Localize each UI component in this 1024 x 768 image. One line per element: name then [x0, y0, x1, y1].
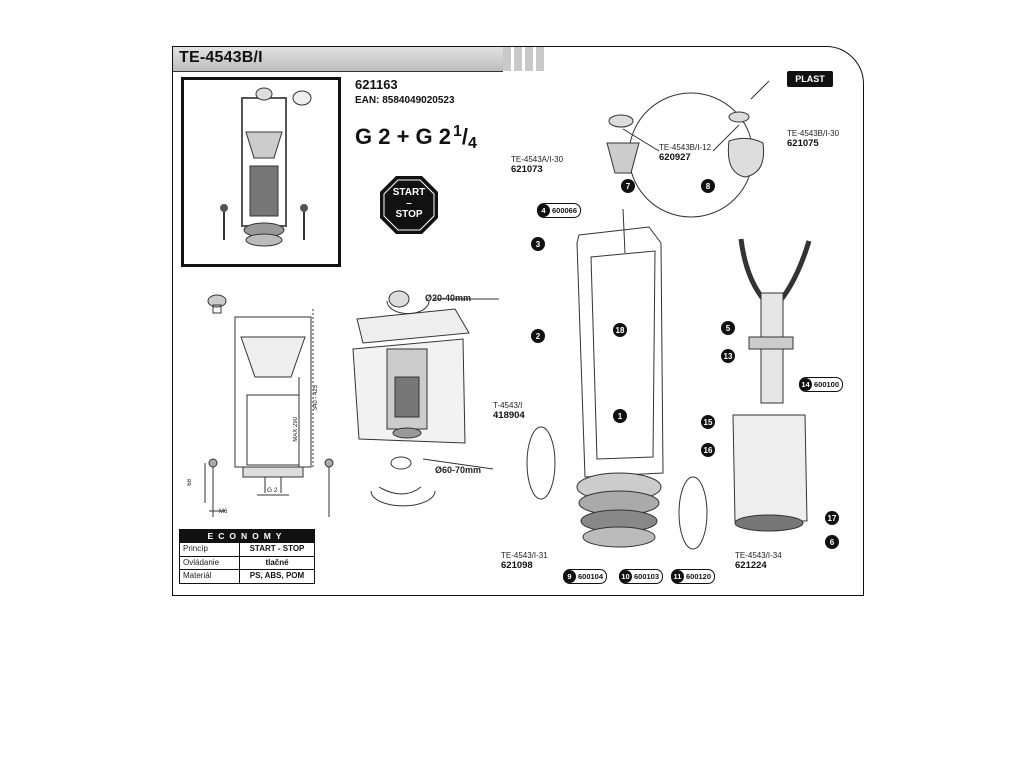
bubble-6: 6 — [825, 535, 839, 549]
title-bar: TE-4543B/I — [173, 47, 503, 72]
bubble-2: 2 — [531, 329, 545, 343]
product-title: TE-4543B/I — [179, 49, 263, 66]
product-code: 621163 — [355, 77, 398, 92]
economy-title: ECONOMY — [180, 530, 314, 542]
dimension-drawing — [204, 294, 334, 517]
bubble-17: 17 — [825, 511, 839, 525]
bubble-5: 5 — [721, 321, 735, 335]
dim-m6-label: M6 — [219, 509, 228, 515]
dim-bottom-label: Ø60-70mm — [435, 465, 482, 475]
dim-68-label: 68 — [187, 479, 193, 486]
product-photo — [181, 77, 341, 267]
bubble-16: 16 — [701, 443, 715, 457]
bubble-3: 3 — [531, 237, 545, 251]
dim-top-label: Ø20-40mm — [425, 293, 472, 303]
product-photo-drawing — [220, 87, 312, 247]
plast-tag: PLAST — [787, 71, 833, 87]
exploded-drawing — [489, 80, 812, 550]
dim-height-label: 340 - 425 — [313, 385, 319, 411]
start-stop-text: START – STOP — [392, 187, 426, 220]
product-sheet: TE-4543B/I 621163 EAN: 8584049020523 G 2… — [172, 46, 864, 596]
dim-g2-label: G 2 — [267, 487, 278, 494]
dim-max-label: MAX 290 — [293, 417, 299, 442]
technical-drawings — [204, 80, 812, 550]
bubble-13: 13 — [721, 349, 735, 363]
bubble-7: 7 — [621, 179, 635, 193]
bubble-8: 8 — [701, 179, 715, 193]
ean-code: EAN: 8584049020523 — [355, 95, 455, 106]
title-stripes — [503, 47, 555, 71]
start-stop-badge — [380, 176, 438, 234]
bubble-1: 1 — [613, 409, 627, 423]
bubble-15: 15 — [701, 415, 715, 429]
bubble-18: 18 — [613, 323, 627, 337]
cistern-drawing — [352, 290, 494, 507]
